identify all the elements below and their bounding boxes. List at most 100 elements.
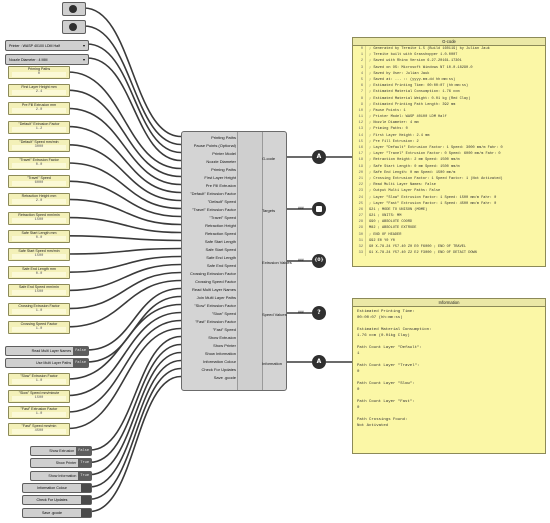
button[interactable]: Check For Updates bbox=[22, 495, 92, 506]
extrusion-number-knob[interactable]: {0} bbox=[312, 254, 326, 268]
button[interactable]: Information Colour bbox=[22, 482, 92, 493]
component-input-13[interactable]: Retraction Speed bbox=[205, 231, 236, 236]
component-input-16[interactable]: Safe End Length bbox=[206, 255, 236, 260]
component-input-19[interactable]: Crossing Speed Factor bbox=[195, 279, 236, 284]
gcode-panel[interactable]: G-code 0; Generated by Termite 1.5 (Buil… bbox=[352, 37, 546, 267]
component-input-2[interactable]: Pause Points (Optional) bbox=[193, 143, 236, 148]
component-input-23[interactable]: "Slow" Speed bbox=[211, 311, 236, 316]
button[interactable]: Save .gcode bbox=[22, 507, 92, 518]
component-input-20[interactable]: Read Multi Layer Names bbox=[191, 287, 236, 292]
slider-value[interactable]: 1500 bbox=[12, 395, 66, 401]
slider-value[interactable]: 1500 bbox=[12, 217, 66, 223]
component-input-24[interactable]: "Fast" Extrusion Factor bbox=[195, 319, 236, 324]
slider-value[interactable]: 2.0 bbox=[12, 199, 66, 205]
nozzle-value-list[interactable]: Nozzle Diameter : 4 MM ▾ bbox=[5, 54, 89, 65]
slider-value[interactable]: 4500 bbox=[12, 428, 66, 434]
speed-generic-knob[interactable]: ? bbox=[312, 306, 326, 320]
component-input-30[interactable]: Check For Updates bbox=[201, 367, 236, 372]
component-input-17[interactable]: Safe End Speed bbox=[206, 263, 236, 268]
component-input-27[interactable]: Show Printer bbox=[213, 343, 236, 348]
toggle-value[interactable]: True bbox=[78, 459, 91, 468]
component-input-26[interactable]: Show Extrusion bbox=[208, 335, 236, 340]
component-input-22[interactable]: "Slow" Extrusion Factor bbox=[194, 303, 236, 308]
component-output-1[interactable]: G-code bbox=[262, 155, 276, 161]
geometry-param-node[interactable] bbox=[62, 2, 86, 16]
slider-value[interactable]: 1500 bbox=[12, 254, 66, 259]
slider-value[interactable]: 1.0 bbox=[12, 412, 66, 417]
slider-value[interactable]: 3000 bbox=[12, 144, 66, 150]
slider-value[interactable]: 0 bbox=[12, 72, 66, 77]
component-input-10[interactable]: "Travel" Extrusion Factor bbox=[191, 207, 236, 212]
component-input-15[interactable]: Safe Start Speed bbox=[205, 247, 236, 252]
toggle-value[interactable]: False bbox=[73, 359, 88, 367]
component-input-9[interactable]: "Default" Speed bbox=[207, 199, 236, 204]
component-input-29[interactable]: Information Colour bbox=[203, 359, 236, 364]
points-param-node[interactable] bbox=[62, 20, 86, 34]
information-panel[interactable]: Information Estimated Printing Time:00:0… bbox=[352, 298, 546, 454]
slider-value[interactable]: 1.0 bbox=[12, 379, 66, 384]
toggle-value[interactable]: False bbox=[76, 447, 91, 455]
component-input-3[interactable]: Printer Model bbox=[212, 151, 236, 156]
slider-value[interactable]: 0.0 bbox=[12, 235, 66, 241]
component-input-5[interactable]: Priming Paths bbox=[211, 167, 236, 172]
component-input-28[interactable]: Show Information bbox=[204, 351, 236, 356]
slider-value[interactable]: 1500 bbox=[12, 290, 66, 296]
component-input-8[interactable]: "Default" Extrusion Factor bbox=[190, 191, 236, 196]
slider-value[interactable]: 0.0 bbox=[12, 163, 66, 168]
gcode-text-knob[interactable]: A bbox=[312, 150, 326, 164]
slider-value[interactable]: 2.0 bbox=[12, 108, 66, 114]
component-output-2[interactable]: Targets bbox=[262, 207, 276, 213]
chevron-down-icon[interactable]: ▾ bbox=[82, 57, 85, 62]
slider-value[interactable]: 1.0 bbox=[12, 308, 66, 314]
component-input-21[interactable]: Join Multi Layer Paths bbox=[196, 295, 236, 300]
info-text-knob[interactable]: A bbox=[312, 355, 326, 369]
slider-value[interactable]: 1.2 bbox=[12, 126, 66, 132]
toggle-value[interactable]: True bbox=[78, 471, 91, 480]
component-input-11[interactable]: "Travel" Speed bbox=[209, 215, 236, 220]
component-input-18[interactable]: Crossing Extrusion Factor bbox=[189, 271, 236, 276]
targets-geometry-knob[interactable] bbox=[312, 202, 326, 216]
component-input-1[interactable]: Printing Paths bbox=[211, 135, 236, 140]
component-input-31[interactable]: Save .gcode bbox=[213, 375, 236, 380]
chevron-down-icon[interactable]: ▾ bbox=[82, 43, 85, 48]
slider-value[interactable]: 2.4 bbox=[12, 90, 66, 96]
printer-value-list[interactable]: Printer : WASP 40100 LDM Half ▾ bbox=[5, 40, 89, 51]
component-output-5[interactable]: Information bbox=[262, 360, 283, 366]
slider-value[interactable]: 6000 bbox=[12, 181, 66, 187]
component-input-25[interactable]: "Fast" Speed bbox=[212, 327, 236, 332]
component-input-12[interactable]: Retraction Height bbox=[205, 223, 236, 228]
component-output-3[interactable]: Extrusion Values bbox=[262, 259, 292, 265]
component-input-4[interactable]: Nozzle Diameter bbox=[206, 159, 236, 164]
component-input-7[interactable]: Pre Fill Extrusion bbox=[205, 183, 236, 188]
component-output-4[interactable]: Speed Values bbox=[262, 311, 287, 317]
component-input-14[interactable]: Safe Start Length bbox=[204, 239, 236, 244]
slider-value[interactable]: 0.0 bbox=[12, 272, 66, 278]
component-input-6[interactable]: First Layer Height bbox=[204, 175, 236, 180]
toggle-value[interactable]: False bbox=[73, 347, 88, 355]
